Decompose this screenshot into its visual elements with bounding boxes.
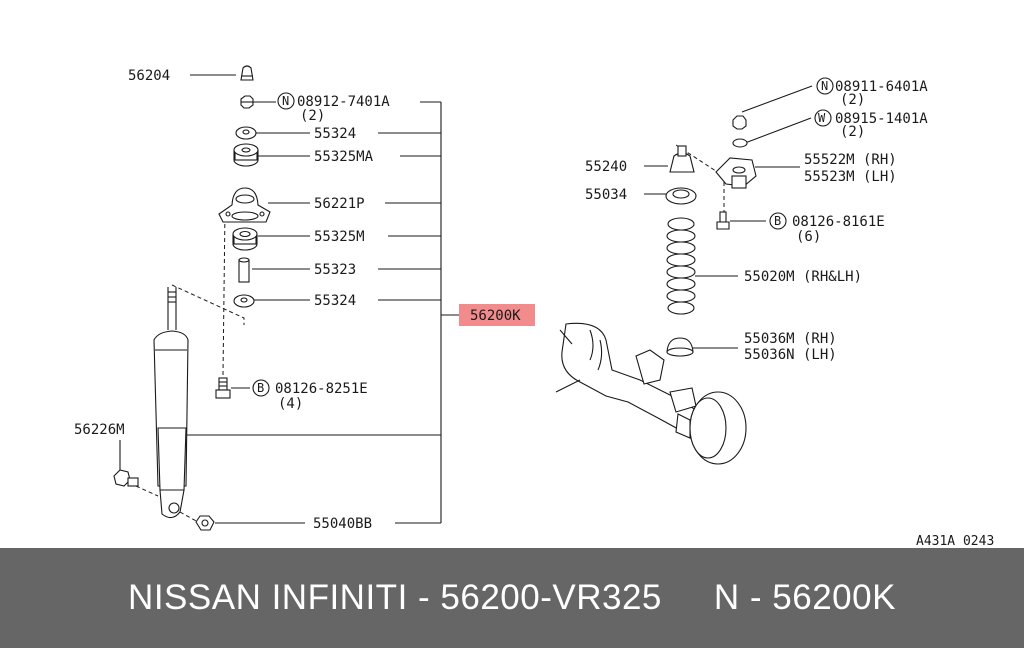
label-55034: 55034 (585, 187, 627, 203)
nut-55040BB (195, 515, 215, 531)
rear-axle (555, 322, 747, 465)
leader-lines (119, 74, 310, 524)
nut-08912 (240, 95, 254, 109)
bushing-55325M (232, 227, 258, 251)
prefix-08912: N (282, 94, 289, 108)
bracket-55522M (715, 157, 757, 189)
nut-08911 (732, 115, 747, 130)
prefix-08126-right: B (774, 214, 781, 228)
label-08912-7401A: 08912-7401A (297, 94, 390, 110)
label-56221P: 56221P (314, 196, 365, 212)
label-55036N: 55036N (LH) (744, 347, 837, 363)
reference-code: A431A 0243 (916, 534, 994, 548)
prefix-08915: W (818, 111, 826, 125)
footer-oem-code: N - 56200K (713, 578, 896, 617)
label-55240: 55240 (585, 159, 627, 175)
bump-stopper-56204 (240, 65, 254, 81)
qty-08126-right: (6) (796, 229, 821, 245)
prefix-08126-left: B (257, 381, 264, 395)
label-55324-top: 55324 (314, 126, 356, 142)
coil-spring-55020M (666, 217, 696, 315)
footer-part-number: NISSAN INFINITI - 56200-VR325 (128, 578, 662, 617)
bolt-08126-left (215, 377, 231, 399)
bolt-08126-right (716, 211, 730, 230)
assembly-bracket (183, 101, 459, 524)
label-55040BB: 55040BB (313, 516, 372, 532)
label-08915-1401A: 08915-1401A (835, 111, 928, 127)
label-55020M: 55020M (RH&LH) (744, 269, 862, 285)
label-08911-6401A: 08911-6401A (835, 79, 928, 95)
bushing-55325MA (233, 143, 259, 167)
label-56226M: 56226M (74, 422, 125, 438)
label-08126-8251E: 08126-8251E (275, 381, 368, 397)
seat-55036M (666, 337, 694, 357)
label-08126-8161E: 08126-8161E (792, 214, 885, 230)
label-55325MA: 55325MA (314, 149, 374, 165)
callout-labels: 56204 N 08912-7401A (2) 55324 55325MA 56… (74, 68, 994, 548)
seat-55034 (665, 187, 697, 205)
label-55324-bottom: 55324 (314, 293, 356, 309)
prefix-08911: N (821, 79, 828, 93)
mount-56221P (218, 187, 271, 223)
shock-absorber (153, 287, 189, 519)
label-55325M: 55325M (314, 229, 365, 245)
bump-stopper-55240 (669, 145, 695, 173)
footer-banner: NISSAN INFINITI - 56200-VR325 N - 56200K (0, 548, 1024, 648)
qty-08915: (2) (840, 124, 865, 140)
qty-08912: (2) (300, 108, 325, 124)
collar-55323 (238, 257, 250, 283)
label-55522M: 55522M (RH) (804, 152, 897, 168)
label-55036M: 55036M (RH) (744, 331, 837, 347)
label-56200K[interactable]: 56200K (470, 308, 521, 324)
highlight-56200K (459, 304, 535, 326)
washer-08915 (732, 138, 748, 148)
label-56204: 56204 (128, 68, 170, 84)
bolt-56226M (113, 469, 139, 487)
parts-diagram: 56204 N 08912-7401A (2) 55324 55325MA 56… (74, 65, 994, 548)
right-leader-lines (644, 85, 813, 349)
label-55323: 55323 (314, 262, 356, 278)
washer-55324-bottom (233, 294, 255, 308)
label-55523M: 55523M (LH) (804, 169, 897, 185)
washer-55324-top (235, 126, 257, 140)
qty-08911: (2) (840, 92, 865, 108)
qty-08126-left: (4) (278, 396, 303, 412)
